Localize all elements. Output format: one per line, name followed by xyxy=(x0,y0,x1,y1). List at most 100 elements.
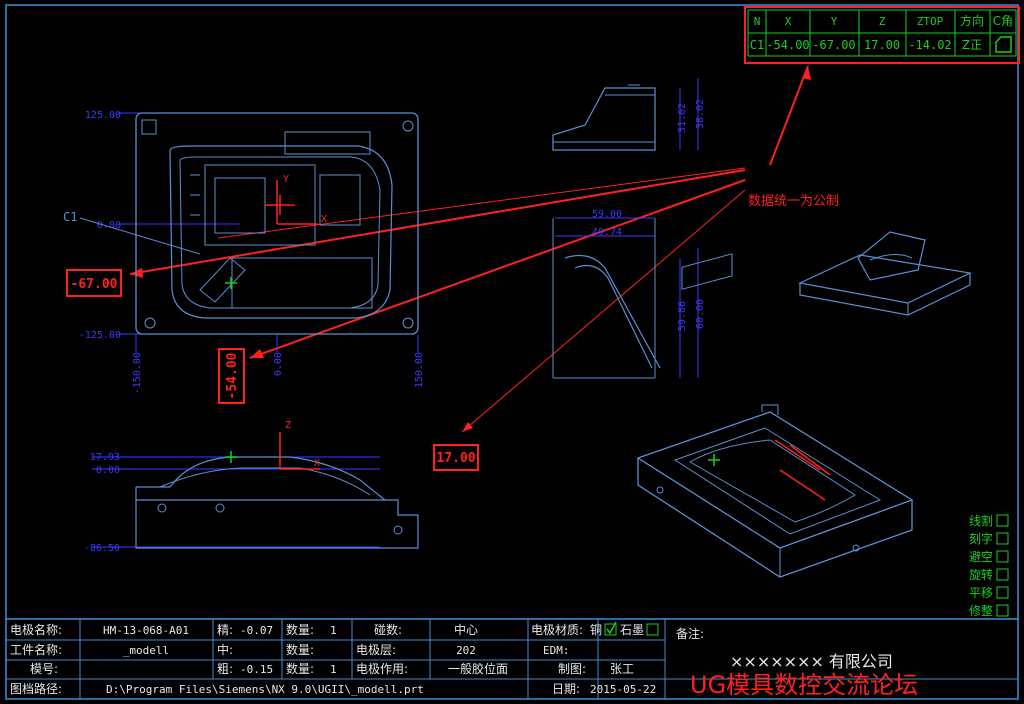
front-x-axis-label: X xyxy=(314,458,320,469)
table-cell-x: -54.00 xyxy=(766,38,809,52)
label-electrode-name: 电极名称: xyxy=(10,622,62,637)
detail-dim-5986: 59.86 xyxy=(677,301,688,331)
drawing-border xyxy=(5,4,1019,700)
svg-text:铜: 铜 xyxy=(590,622,602,637)
svg-text:避空: 避空 xyxy=(969,550,993,564)
table-cell-z: 17.00 xyxy=(864,38,900,52)
label-mid: 中: xyxy=(217,642,233,657)
callout-x: -54.00 xyxy=(218,348,245,404)
label-mid-qty: 数量: xyxy=(286,642,314,657)
annotation-arrows xyxy=(129,65,811,433)
top-tick-0: 0.00 xyxy=(97,220,121,231)
option-trim-checkbox[interactable] xyxy=(996,604,1009,617)
top-tick-125: 125.00 xyxy=(85,110,121,121)
value-file-path: D:\Program Files\Siemens\NX 9.0\UGII\_mo… xyxy=(106,683,424,696)
option-engrave-checkbox[interactable] xyxy=(996,532,1009,545)
value-fine-qty: 1 xyxy=(330,624,337,637)
detail-view: 59.00 49.74 59.86 60.00 xyxy=(552,209,706,379)
svg-text:刻字: 刻字 xyxy=(969,531,993,546)
value-rough: -0.15 xyxy=(240,663,273,676)
callout-x-value: -54.00 xyxy=(225,352,240,399)
top-tick-neg150: -150.00 xyxy=(132,352,143,394)
option-translate-checkbox[interactable] xyxy=(996,586,1009,599)
table-header-y: Y xyxy=(831,15,838,28)
top-view: 125.00 0.00 -125.00 -150.00 0.00 150.00 … xyxy=(63,110,425,394)
side-dim-38: 38.02 xyxy=(695,99,706,129)
check-icon xyxy=(606,621,617,635)
value-date: 2015-05-22 xyxy=(590,683,656,696)
option-trim[interactable]: 修整 xyxy=(969,603,1009,618)
label-fine: 精: xyxy=(217,623,233,637)
label-rough-qty: 数量: xyxy=(286,661,314,676)
label-layer: 电极层: xyxy=(356,643,396,657)
note-metric: 数据统一为公制 xyxy=(748,194,839,209)
table-header-x: X xyxy=(785,15,792,28)
label-fine-qty: 数量: xyxy=(286,622,314,637)
callout-y: -67.00 xyxy=(66,269,122,297)
top-tick-150: 150.00 xyxy=(414,352,425,388)
top-tick-neg125: -125.00 xyxy=(79,330,121,341)
base-plate-outline xyxy=(135,112,419,335)
label-reference: 碰数: xyxy=(374,622,402,637)
option-rotate[interactable]: 旋转 xyxy=(969,567,1009,582)
table-header-direction: 方向 xyxy=(960,13,984,28)
detail-dim-4974: 49.74 xyxy=(592,227,622,238)
front-tick-neg865: -86.50 xyxy=(84,543,120,554)
value-function: 一般胶位面 xyxy=(448,661,508,676)
value-layer: 202 xyxy=(456,644,476,657)
option-engrave[interactable]: 刻字 xyxy=(969,531,1009,546)
table-cell-n: C1 xyxy=(750,38,764,52)
top-x-axis-label: X xyxy=(321,214,327,225)
value-drafter: 张工 xyxy=(610,662,634,676)
c-angle-corner-icon xyxy=(995,36,1012,53)
title-block: 电极名称: HM-13-068-A01 工件名称: _modell 模号: 图档… xyxy=(6,619,1018,699)
label-file-path: 图档路径: xyxy=(10,681,62,696)
label-part-name: 工件名称: xyxy=(10,642,62,657)
callout-z-value: 17.00 xyxy=(436,451,475,466)
callout-z: 17.00 xyxy=(433,444,479,471)
material-graphite-option[interactable]: 石墨 xyxy=(620,623,659,637)
mold-iso-view xyxy=(636,253,914,578)
label-date: 日期: xyxy=(552,682,580,696)
side-dim-31: 31.02 xyxy=(677,103,688,133)
front-tick-0: 0.00 xyxy=(96,465,120,476)
table-header-c-angle: C角 xyxy=(993,14,1013,28)
top-tick-x0: 0.00 xyxy=(273,352,284,376)
top-y-axis-label: Y xyxy=(283,174,289,185)
electrode-iso-view xyxy=(798,231,972,316)
option-rotate-checkbox[interactable] xyxy=(996,568,1009,581)
option-wire-cut-checkbox[interactable] xyxy=(996,514,1009,527)
table-header-ztop: ZTOP xyxy=(917,15,944,28)
value-reference: 中心 xyxy=(454,622,478,637)
table-cell-y: -67.00 xyxy=(812,38,855,52)
c1-point-marker xyxy=(225,277,237,289)
svg-text:平移: 平移 xyxy=(969,586,993,600)
material-graphite-checkbox[interactable] xyxy=(646,623,659,636)
option-wire-cut[interactable]: 线割 xyxy=(969,513,1009,528)
option-translate[interactable]: 平移 xyxy=(969,586,1009,600)
material-copper-option[interactable]: 铜 xyxy=(590,621,617,637)
label-function: 电极作用: xyxy=(356,662,408,676)
forum-watermark: UG模具数控交流论坛 xyxy=(690,671,918,699)
label-rough: 粗: xyxy=(217,662,233,676)
coordinate-table: N X Y Z ZTOP 方向 C角 C1 -54.00 -67.00 17.0… xyxy=(744,6,1020,64)
company-name: ××××××× 有限公司 xyxy=(730,652,893,671)
callout-y-value: -67.00 xyxy=(71,277,118,292)
value-fine: -0.07 xyxy=(240,624,273,637)
label-model-no: 模号: xyxy=(30,662,58,676)
value-rough-qty: 1 xyxy=(330,663,337,676)
table-header-z: Z xyxy=(879,15,886,28)
option-clearance-checkbox[interactable] xyxy=(996,550,1009,563)
process-options: 线割 刻字 避空 旋转 平移 修整 xyxy=(969,513,1009,618)
table-header-n: N xyxy=(754,15,761,28)
label-material: 电极材质: xyxy=(531,623,583,637)
detail-dim-60: 60.00 xyxy=(695,299,706,329)
cavity-outline xyxy=(169,145,393,319)
option-clearance[interactable]: 避空 xyxy=(969,550,1009,564)
label-drafter: 制图: xyxy=(558,662,586,676)
front-z-axis-label: Z xyxy=(285,420,291,431)
label-edm: EDM: xyxy=(543,644,570,657)
material-copper-checkbox[interactable] xyxy=(604,623,617,636)
point-label-c1: C1 xyxy=(63,210,77,224)
